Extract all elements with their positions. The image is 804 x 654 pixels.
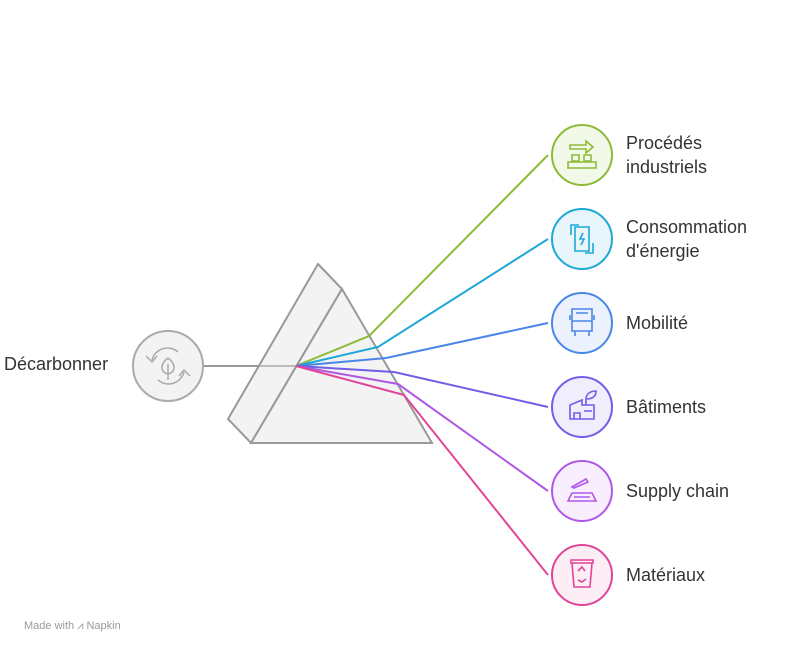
ray-4: [295, 365, 549, 492]
branch-label: Mobilité: [626, 313, 689, 333]
made-with-napkin: Made with ⩘ Napkin: [24, 620, 121, 632]
recycle-leaf-icon: [145, 347, 191, 385]
battery-cycle-icon: [570, 224, 594, 254]
branch-label: Matériaux: [626, 565, 706, 585]
branch-circle: [551, 124, 613, 186]
branch-circle: [551, 544, 613, 606]
ray-0: [295, 154, 549, 367]
branch-label: Bâtiments: [626, 397, 707, 417]
branch-label: Procédés industriels: [626, 133, 708, 177]
branch-circle: [551, 376, 613, 438]
branch-circle: [551, 292, 613, 354]
green-building-icon: [569, 390, 597, 420]
recycle-bin-icon: [570, 559, 594, 588]
bus-icon: [569, 308, 595, 336]
ray-3: [295, 365, 549, 408]
ray-1: [295, 238, 549, 367]
airplane-runway-icon: [566, 477, 598, 502]
source-label: Décarbonner: [4, 354, 109, 374]
branch-label: Supply chain: [626, 481, 730, 501]
ray-5: [295, 365, 549, 576]
ray-2: [295, 322, 549, 367]
branch-label: Consommation d'énergie: [626, 217, 748, 261]
conveyor-icon: [567, 139, 597, 169]
branch-circle: [551, 460, 613, 522]
